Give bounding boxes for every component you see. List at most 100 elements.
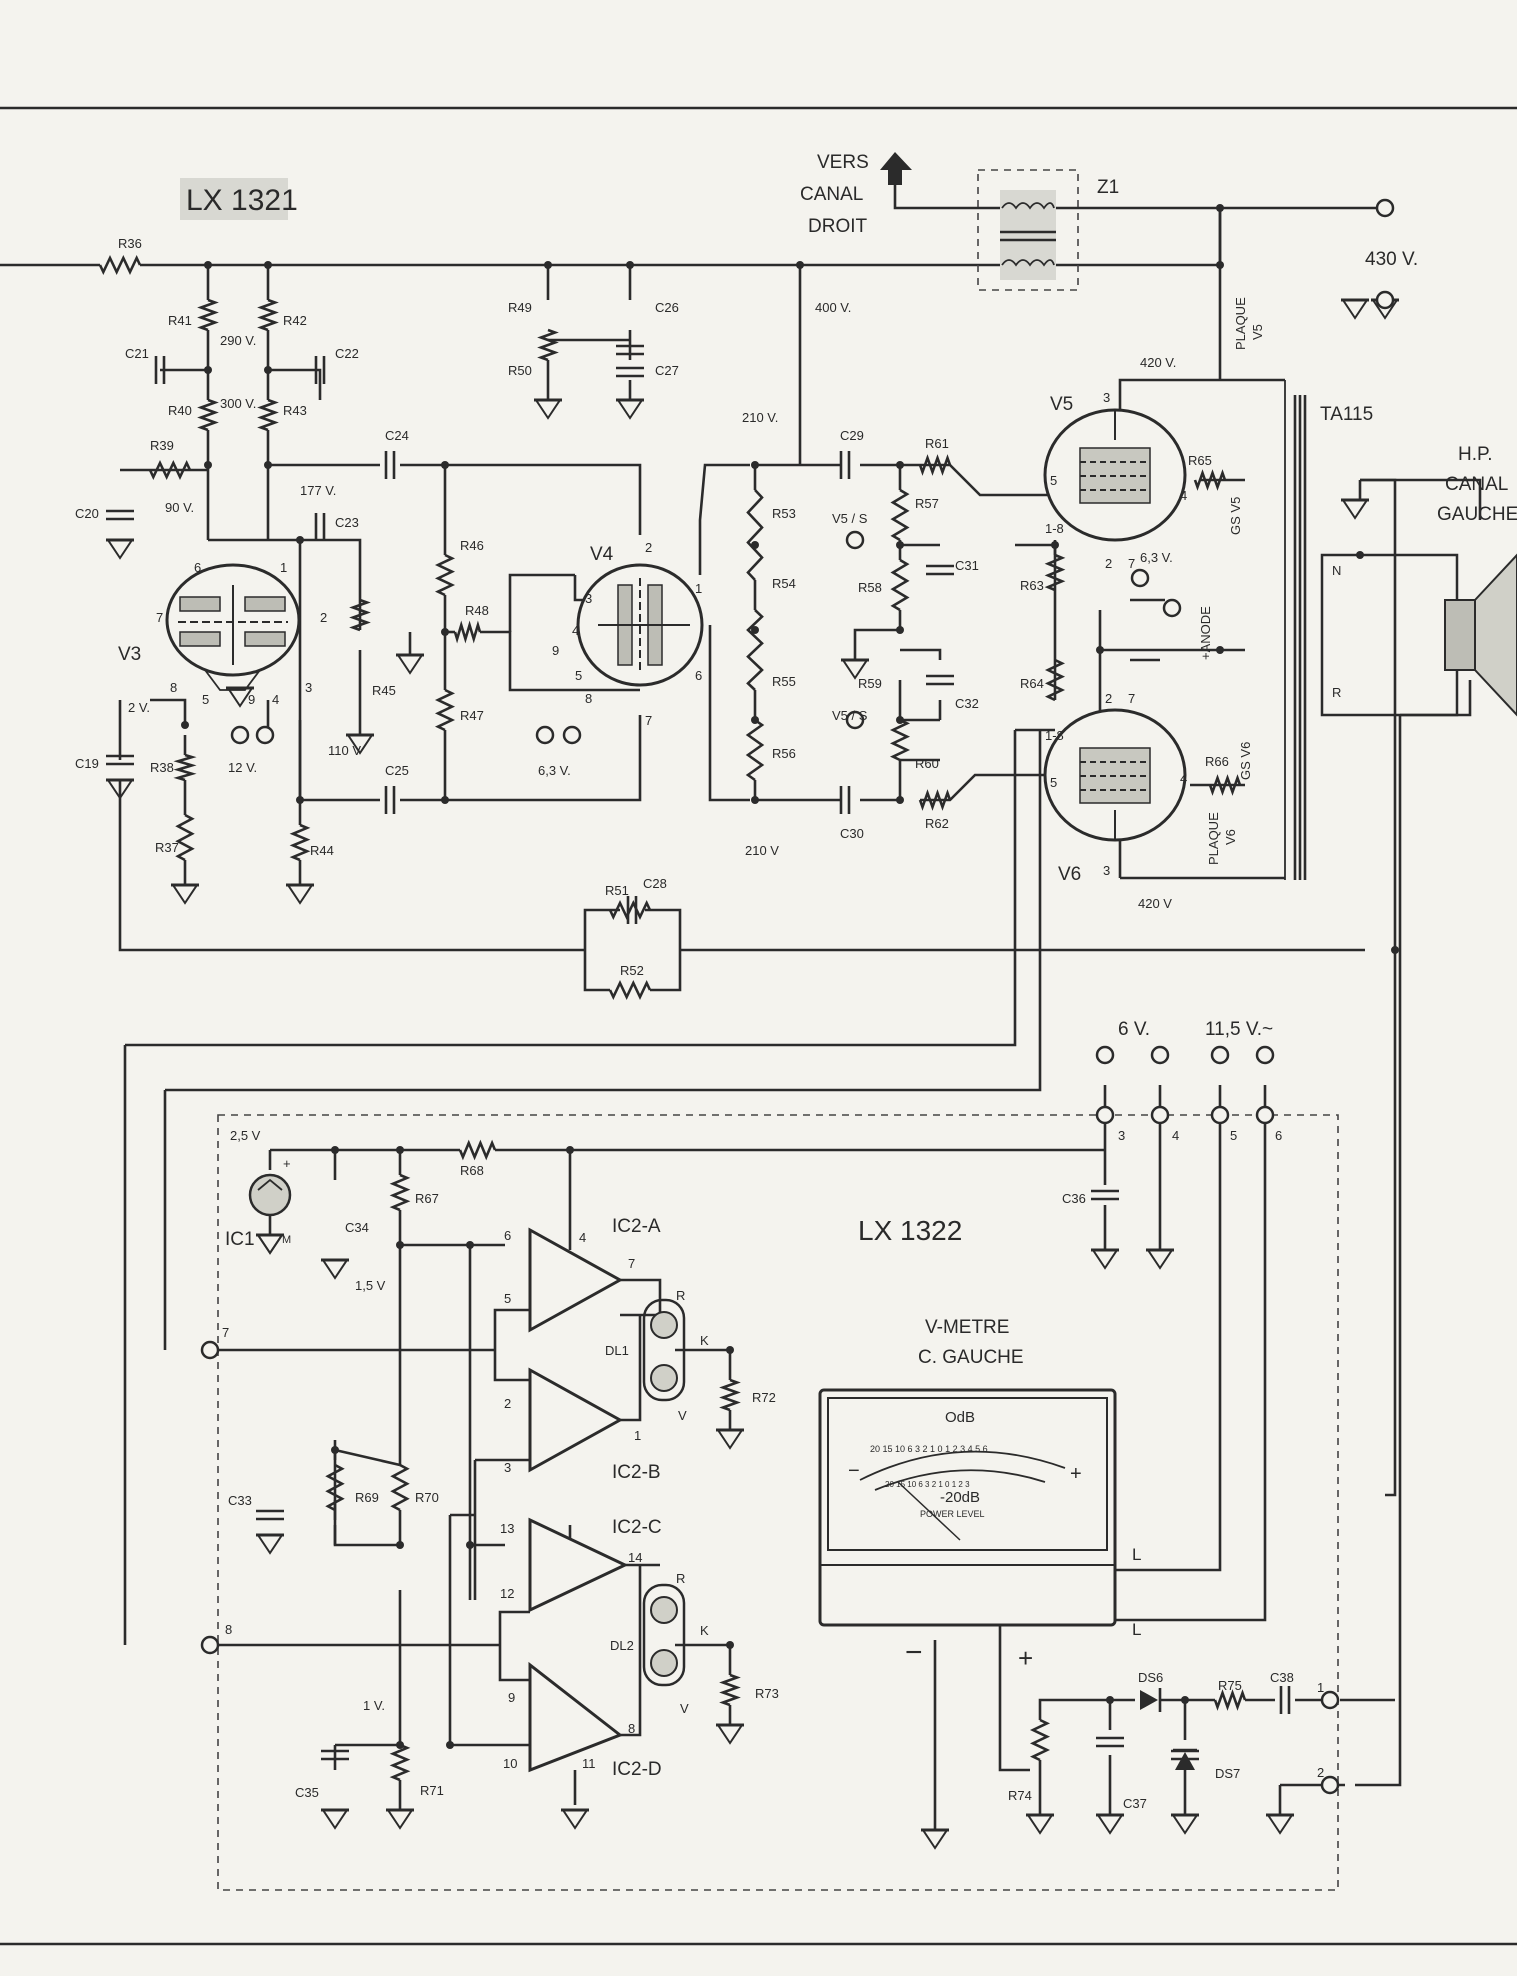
label-v3: V3	[118, 644, 141, 665]
label-dl2: DL2	[610, 1638, 634, 1653]
ground-triangle	[534, 399, 562, 420]
ground-triangle	[106, 539, 134, 560]
junction-dot	[396, 1741, 404, 1749]
pin-v5-18: 1-8	[1045, 521, 1064, 536]
resistor-icon	[918, 789, 952, 811]
label-r73: R73	[755, 1686, 779, 1701]
ground-triangle	[1091, 1249, 1119, 1270]
ground-triangle	[1171, 1814, 1199, 1835]
junction-dot	[441, 628, 449, 636]
label-r42: R42	[283, 313, 307, 328]
label-v6: V6	[1058, 864, 1081, 885]
meter-scale-top: 20 15 10 6 3 2 1 0 1 2 3 4 5 6	[870, 1444, 988, 1454]
pin-v4-6: 6	[695, 668, 702, 683]
junction-dot	[296, 796, 304, 804]
label-r38: R38	[150, 760, 174, 775]
pin-v4-1: 1	[695, 581, 702, 596]
label-r47: R47	[460, 708, 484, 723]
junction-dot	[204, 261, 212, 269]
label-power-level: POWER LEVEL	[920, 1509, 985, 1519]
label-c34: C34	[345, 1220, 369, 1235]
label-r45: R45	[372, 683, 396, 698]
pin-ic2b-2: 2	[504, 1396, 511, 1411]
label-r44: R44	[310, 843, 334, 858]
junction-dot	[896, 716, 904, 724]
label-r67: R67	[415, 1191, 439, 1206]
junction-dot	[1181, 1696, 1189, 1704]
junction-dot	[751, 626, 759, 634]
resistor-icon	[349, 598, 371, 632]
ground-symbols	[106, 298, 1399, 1850]
pin-v3-2: 2	[320, 610, 327, 625]
tube-v3	[165, 563, 301, 691]
ground-triangle	[1341, 499, 1369, 520]
ground-icon	[1096, 1813, 1124, 1835]
label-v5s-2: V5 / S	[832, 708, 868, 723]
pin-ic2a-5: 5	[504, 1291, 511, 1306]
label-c19: C19	[75, 756, 99, 771]
label-v5: V5	[1050, 394, 1073, 415]
resistor-icon	[257, 298, 279, 332]
ground-triangle	[286, 884, 314, 905]
board-label-badge	[180, 178, 288, 220]
ground-icon	[1146, 1248, 1174, 1270]
opamp-ic2a	[528, 1227, 624, 1333]
resistor-icon	[537, 328, 559, 362]
label-c20: C20	[75, 506, 99, 521]
pin-conn-5: 5	[1230, 1128, 1237, 1143]
terminal-icon	[1130, 568, 1150, 588]
label-v5s-1: V5 / S	[832, 511, 868, 526]
resistor-icon	[389, 1173, 411, 1212]
label-210v-top: 210 V.	[742, 410, 778, 425]
resistor-icon	[175, 813, 195, 862]
pin-v5-4: 4	[1180, 488, 1187, 503]
ground-icon	[346, 733, 374, 755]
label-r56: R56	[772, 746, 796, 761]
junction-dot	[264, 461, 272, 469]
pin-dl2-v: V	[680, 1701, 689, 1716]
board-label-lx1322: LX 1322	[858, 1215, 962, 1246]
junction-dot	[544, 261, 552, 269]
ground-triangle	[921, 1829, 949, 1850]
terminal-icon	[845, 530, 865, 550]
label-r63: R63	[1020, 578, 1044, 593]
terminal-icon	[1255, 1105, 1275, 1125]
label-210v-bottom: 210 V	[745, 843, 779, 858]
ground-icon	[1091, 1248, 1119, 1270]
junction-dot	[1216, 646, 1224, 654]
label-c37: C37	[1123, 1796, 1147, 1811]
label-v4: V4	[590, 544, 614, 565]
resistor-icon	[890, 488, 910, 542]
label-canal: CANAL	[800, 184, 863, 205]
label-290v: 290 V.	[220, 333, 256, 348]
junction-dot	[204, 366, 212, 374]
ground-icon	[396, 653, 424, 675]
pin-ic2d-10: 10	[503, 1756, 517, 1771]
speaker-icon	[1360, 478, 1517, 717]
label-plaque-v5: PLAQUE	[1233, 297, 1248, 350]
ground-icon	[561, 1808, 589, 1830]
pin-v5-3: 3	[1103, 390, 1110, 405]
pin-v4-5: 5	[575, 668, 582, 683]
junction-dot	[466, 1241, 474, 1249]
label-r: R	[1332, 685, 1341, 700]
label-z1: Z1	[1097, 177, 1119, 198]
pin-conn-6: 6	[1275, 1128, 1282, 1143]
label-r75: R75	[1218, 1678, 1242, 1693]
label-430v: 430 V.	[1365, 249, 1418, 270]
pin-conn-8: 8	[225, 1622, 232, 1637]
pin-v4-7: 7	[645, 713, 652, 728]
ground-icon	[716, 1428, 744, 1450]
pin-v4-8: 8	[585, 691, 592, 706]
terminal-icon	[1375, 290, 1395, 310]
pin-v5-2: 2	[1105, 556, 1112, 571]
terminals	[200, 198, 1395, 1795]
label-r49: R49	[508, 300, 532, 315]
label-ta115: TA115	[1320, 404, 1373, 425]
label-11v5: 11,5 V.~	[1205, 1019, 1273, 1040]
resistor-icon	[719, 1378, 741, 1412]
ground-icon	[534, 398, 562, 420]
label-110v: 110 V	[328, 743, 361, 758]
resistor-icon	[608, 899, 652, 921]
label-420v-bottom: 420 V	[1138, 896, 1172, 911]
